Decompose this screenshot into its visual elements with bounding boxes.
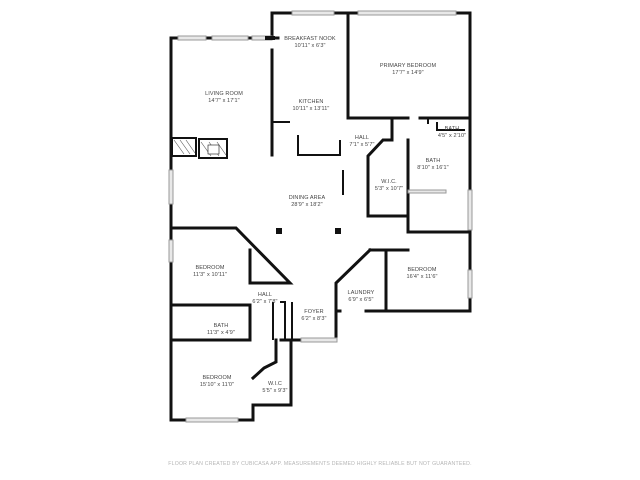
room-label-bath-hall: Bath 11'3" x 4'9" bbox=[207, 323, 235, 336]
footer-disclaimer: Floor plan created by CubiCasa App. Meas… bbox=[168, 461, 472, 467]
room-label-laundry: Laundry 6'9" x 6'5" bbox=[347, 290, 375, 303]
room-label-bedroom-right: Bedroom 16'4" x 11'6" bbox=[406, 267, 438, 280]
room-label-kitchen: Kitchen 10'11" x 13'11" bbox=[292, 99, 330, 112]
columns bbox=[265, 36, 341, 234]
walls bbox=[169, 11, 472, 422]
windows bbox=[168, 10, 473, 423]
room-label-bedroom-left: Bedroom 11'3" x 10'11" bbox=[193, 265, 227, 278]
room-label-foyer: Foyer 6'2" x 8'3" bbox=[301, 309, 327, 322]
room-label-bath-small: Bath 4'5" x 2'10" bbox=[437, 126, 467, 139]
room-label-hall-lower: Hall 6'2" x 7'8" bbox=[252, 292, 278, 305]
room-label-dining-area: Dining Area 28'9" x 18'2" bbox=[288, 195, 326, 208]
room-label-wic-lower: W.I.C 5'5" x 9'3" bbox=[262, 381, 288, 394]
room-label-wic-primary: W.I.C. 5'3" x 10'7" bbox=[374, 179, 404, 192]
room-label-hall-upper: Hall 7'1" x 5'7" bbox=[349, 135, 375, 148]
room-label-breakfast-nook: Breakfast Nook 10'11" x 6'3" bbox=[284, 36, 336, 49]
room-label-living-room: Living Room 14'7" x 17'1" bbox=[205, 91, 243, 104]
room-label-primary-bedroom: Primary Bedroom 17'7" x 14'9" bbox=[379, 63, 437, 76]
room-label-bedroom-lower: Bedroom 15'10" x 11'0" bbox=[199, 375, 235, 388]
room-label-primary-bath: Bath 8'10" x 16'1" bbox=[417, 158, 449, 171]
fireplace-icon bbox=[171, 137, 228, 159]
